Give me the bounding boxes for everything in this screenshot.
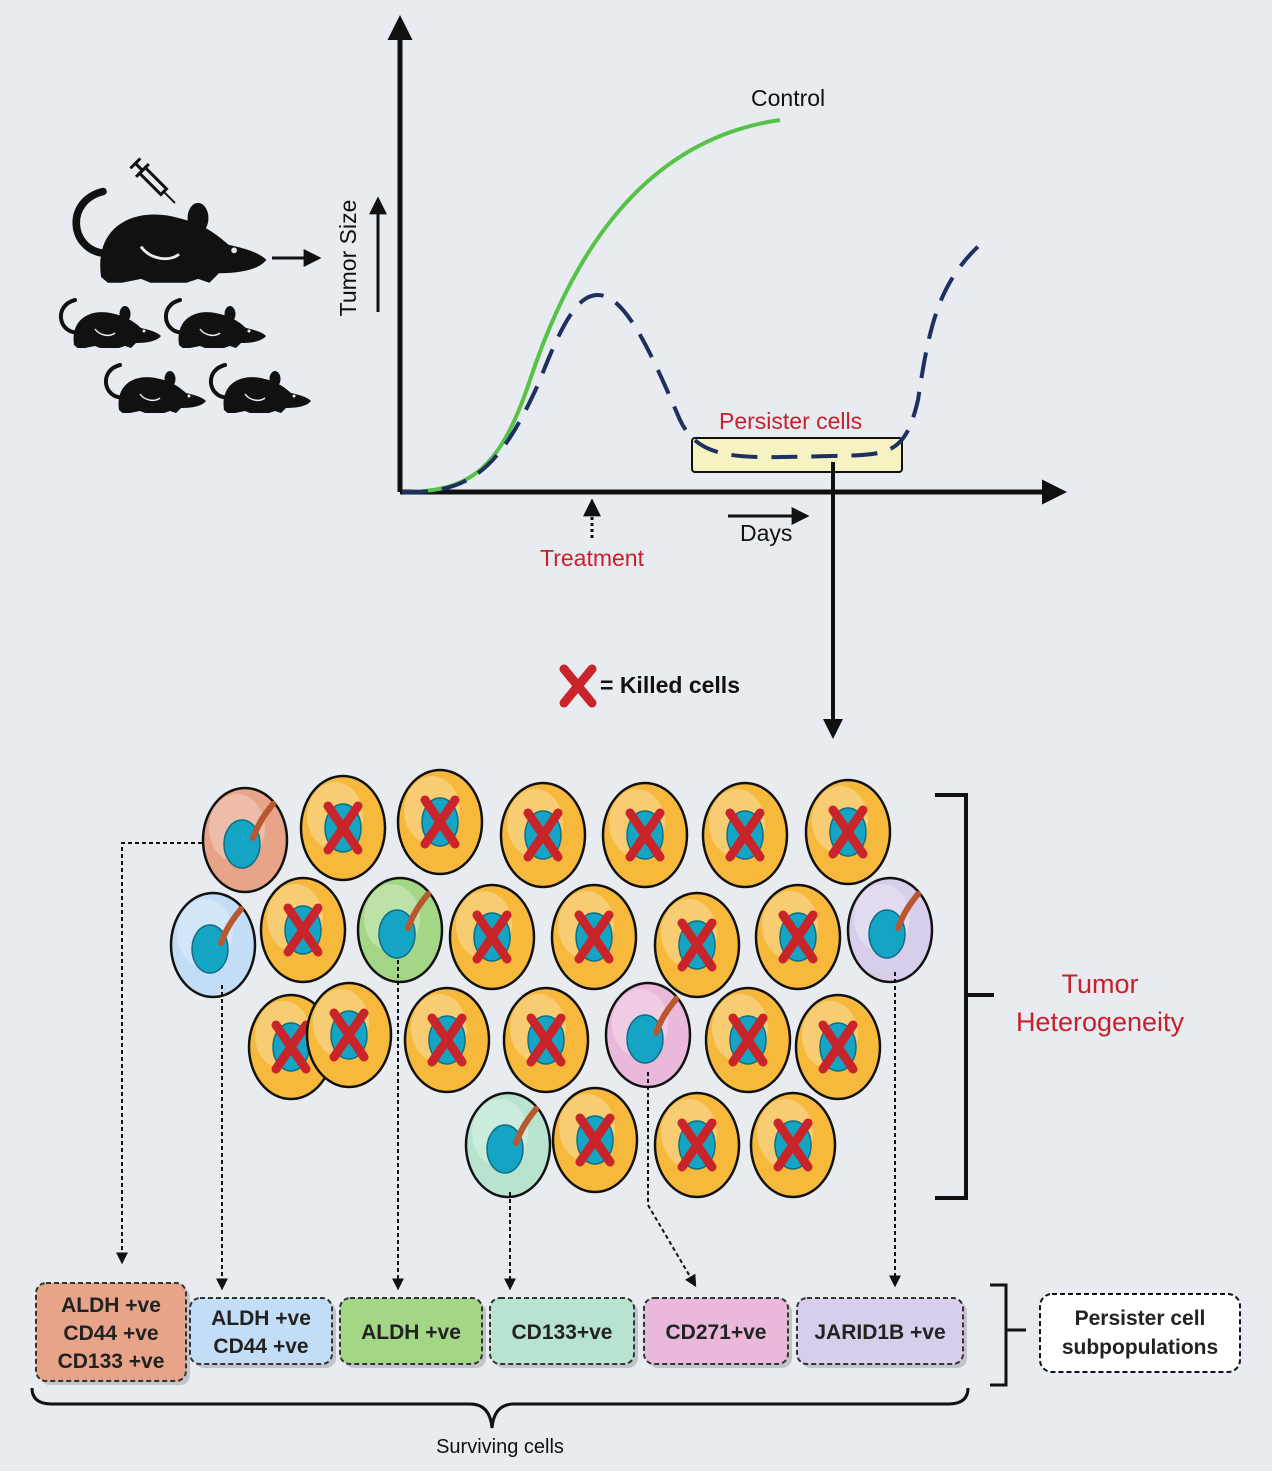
persister-label: Persister cells: [719, 408, 862, 434]
subpopulation-box: JARID1B +ve: [796, 1297, 967, 1368]
subpopulation-label: JARID1B +ve: [814, 1321, 945, 1344]
killed-cell: [653, 1091, 741, 1199]
y-axis-label: Tumor Size: [335, 200, 361, 317]
x-mark-icon: [559, 664, 597, 708]
x-mark-icon: [677, 918, 717, 972]
x-mark-icon: [283, 903, 323, 957]
subpopulation-box: CD133+ve: [489, 1297, 638, 1368]
x-axis-label: Days: [740, 520, 792, 546]
killed-cell: [550, 883, 638, 991]
subpopulation-label: CD44 +ve: [63, 1322, 158, 1345]
killed-cell: [502, 986, 590, 1094]
x-mark-icon: [420, 795, 460, 849]
x-mark-icon: [472, 910, 512, 964]
surviving-cell: [201, 786, 289, 894]
treated-curve: [401, 238, 987, 495]
killed-cell: [601, 781, 689, 889]
surviving-bracket: [30, 1387, 970, 1429]
killed-cell: [754, 883, 842, 991]
surviving-cell: [846, 876, 934, 984]
x-mark-icon: [828, 805, 868, 859]
subpopulation-label: ALDH +ve: [211, 1307, 311, 1330]
subpopulation-label: CD271+ve: [666, 1321, 767, 1344]
killed-cell: [396, 768, 484, 876]
subpopulation-label: CD133+ve: [512, 1321, 613, 1344]
heterogeneity-bracket: [935, 793, 994, 1200]
surviving-cell: [604, 981, 692, 1089]
subpopulation-box: ALDH +ve: [339, 1297, 486, 1368]
surviving-cell: [356, 876, 444, 984]
x-mark-icon: [818, 1020, 858, 1074]
surviving-label: Surviving cells: [436, 1436, 564, 1458]
syringe-icon: [129, 157, 176, 204]
x-mark-icon: [323, 801, 363, 855]
subpop-bracket: [990, 1283, 1026, 1387]
subpopulation-box: CD271+ve: [643, 1297, 792, 1368]
x-mark-icon: [728, 1013, 768, 1067]
killed-cell: [259, 876, 347, 984]
killed-cell: [299, 774, 387, 882]
x-mark-icon: [271, 1020, 311, 1074]
persister-subpop-label-line1: Persister cell: [1075, 1307, 1206, 1330]
x-mark-icon: [575, 1113, 615, 1167]
x-mark-icon: [574, 910, 614, 964]
treatment-label: Treatment: [540, 545, 645, 571]
killed-cell: [448, 883, 536, 991]
killed-cell: [653, 891, 741, 999]
surviving-cell: [169, 891, 257, 999]
killed-cell: [305, 981, 393, 1089]
x-mark-icon: [523, 808, 563, 862]
x-mark-icon: [625, 808, 665, 862]
x-mark-icon: [427, 1013, 467, 1067]
heterogeneity-label-line2: Heterogeneity: [1016, 1007, 1185, 1037]
x-mark-icon: [773, 1118, 813, 1172]
x-mark-icon: [526, 1013, 566, 1067]
subpopulation-label: CD44 +ve: [213, 1335, 308, 1358]
subpop-connectors: [116, 842, 901, 1291]
killed-cell: [704, 986, 792, 1094]
subpopulation-label: CD133 +ve: [58, 1350, 165, 1373]
x-mark-icon: [778, 910, 818, 964]
x-mark-icon: [677, 1118, 717, 1172]
killed-cell: [701, 781, 789, 889]
killed-cell: [794, 993, 882, 1101]
x-mark-icon: [725, 808, 765, 862]
control-label: Control: [751, 85, 825, 111]
killed-cell: [403, 986, 491, 1094]
subpopulation-label: ALDH +ve: [361, 1321, 461, 1344]
persister-subpop-label-line2: subpopulations: [1062, 1336, 1218, 1359]
persister-subpop-box: [1039, 1293, 1241, 1373]
subpopulation-label: ALDH +ve: [61, 1294, 161, 1317]
killed-cell: [804, 778, 892, 886]
killed-cell: [749, 1091, 837, 1199]
heterogeneity-label-line1: Tumor: [1061, 969, 1138, 999]
x-mark-icon: [329, 1008, 369, 1062]
surviving-cell: [464, 1091, 552, 1199]
killed-cell: [499, 781, 587, 889]
killed-cells-legend: = Killed cells: [600, 672, 740, 698]
cell-cluster: [169, 768, 934, 1199]
killed-cell: [551, 1086, 639, 1194]
